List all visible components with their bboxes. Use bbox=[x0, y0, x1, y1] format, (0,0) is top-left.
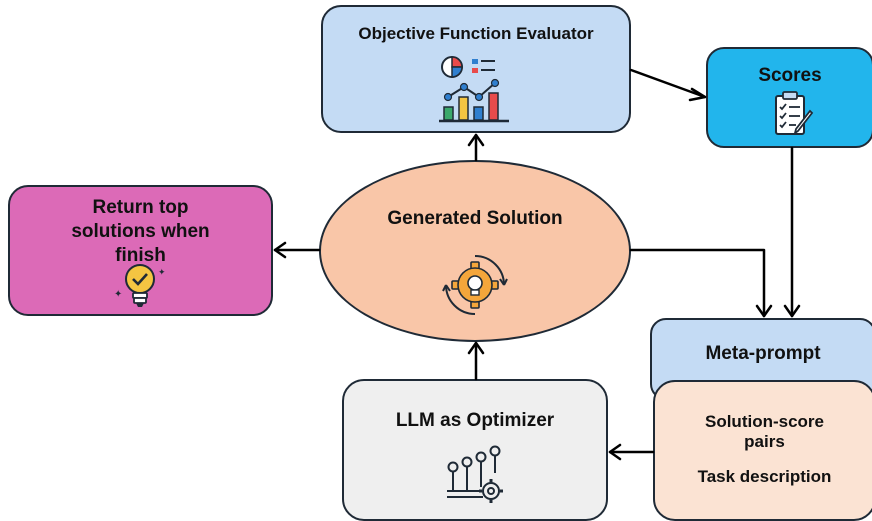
lightbulb-check-icon: ✦ ✦ bbox=[114, 264, 166, 307]
task-description-label: Task description bbox=[697, 467, 832, 486]
llm-optimizer-label: LLM as Optimizer bbox=[395, 410, 555, 431]
meta-prompt-label: Meta-prompt bbox=[705, 343, 821, 364]
process-gears-icon bbox=[447, 445, 503, 503]
arrow-generated-to-meta bbox=[629, 248, 766, 318]
solution-score-pairs-line1: Solution-score bbox=[704, 412, 824, 431]
scores-node: Scores bbox=[706, 47, 872, 148]
return-top-label-line2: solutions when bbox=[71, 221, 210, 242]
return-top-label-line1: Return top bbox=[92, 197, 189, 218]
gear-lightbulb-icon bbox=[442, 255, 508, 315]
llm-optimizer-node: LLM as Optimizer bbox=[342, 379, 608, 521]
solution-score-pairs-node: Solution-score pairs Task description bbox=[653, 380, 872, 521]
chart-analytics-icon bbox=[439, 56, 509, 123]
generated-solution-label: Generated Solution bbox=[387, 208, 563, 229]
objective-function-evaluator-node: Objective Function Evaluator bbox=[321, 5, 631, 133]
svg-text:✦: ✦ bbox=[114, 289, 122, 300]
return-top-label-line3: finish bbox=[115, 245, 166, 266]
checklist-report-icon bbox=[775, 91, 814, 136]
solution-score-pairs-line2: pairs bbox=[744, 432, 785, 451]
scores-label: Scores bbox=[758, 65, 822, 86]
svg-text:✦: ✦ bbox=[158, 268, 166, 278]
objective-function-evaluator-label: Objective Function Evaluator bbox=[358, 24, 594, 43]
return-top-solutions-node: Return top solutions when finish ✦ ✦ bbox=[8, 185, 273, 316]
arrow-objective-to-scores bbox=[629, 68, 707, 99]
generated-solution-node: Generated Solution bbox=[319, 160, 631, 342]
